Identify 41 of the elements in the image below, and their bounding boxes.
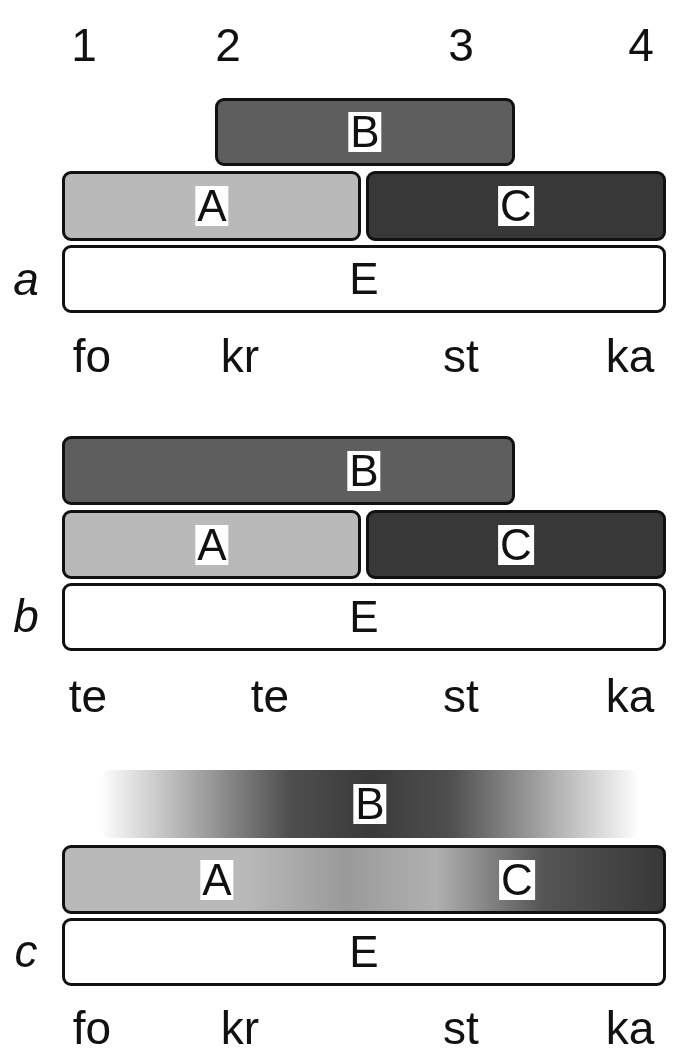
bar (62, 845, 666, 914)
bar-label: A (195, 524, 229, 565)
bar-label: B (353, 784, 387, 824)
bar (62, 510, 361, 579)
bar-label: C (498, 186, 534, 226)
bar-label: A (200, 859, 234, 900)
bar (366, 510, 666, 579)
bar (62, 436, 515, 505)
axis-label: te (250, 673, 290, 719)
axis-label: te (68, 673, 108, 719)
panel-label: b (13, 593, 39, 639)
bar (62, 245, 666, 313)
bar-label: E (348, 259, 380, 299)
bar-label: E (348, 932, 380, 972)
bar (62, 583, 666, 651)
bar-label: A (195, 186, 229, 226)
bar-label: E (348, 597, 380, 637)
axis-label: st (443, 673, 479, 719)
axis-label: ka (605, 1005, 655, 1051)
axis-label: kr (220, 333, 260, 379)
axis-label: fo (72, 1005, 112, 1051)
bar (215, 98, 515, 166)
bar-label: B (347, 450, 381, 491)
axis-label: 1 (71, 22, 97, 68)
axis-label: 2 (215, 22, 241, 68)
axis-label: 3 (448, 22, 474, 68)
axis-label: ka (605, 673, 655, 719)
axis-label: kr (220, 1005, 260, 1051)
bar-label: C (499, 859, 535, 900)
axis-label: ka (605, 333, 655, 379)
axis-label: fo (72, 333, 112, 379)
axis-label: st (443, 333, 479, 379)
bar (62, 918, 666, 986)
panel-label: a (13, 256, 39, 302)
axis-label: 4 (628, 22, 654, 68)
axis-label: st (443, 1005, 479, 1051)
bar (366, 171, 666, 241)
bar-label: B (348, 112, 382, 152)
bar-label: C (498, 524, 534, 565)
panel-label: c (14, 928, 38, 974)
bar (62, 171, 361, 241)
